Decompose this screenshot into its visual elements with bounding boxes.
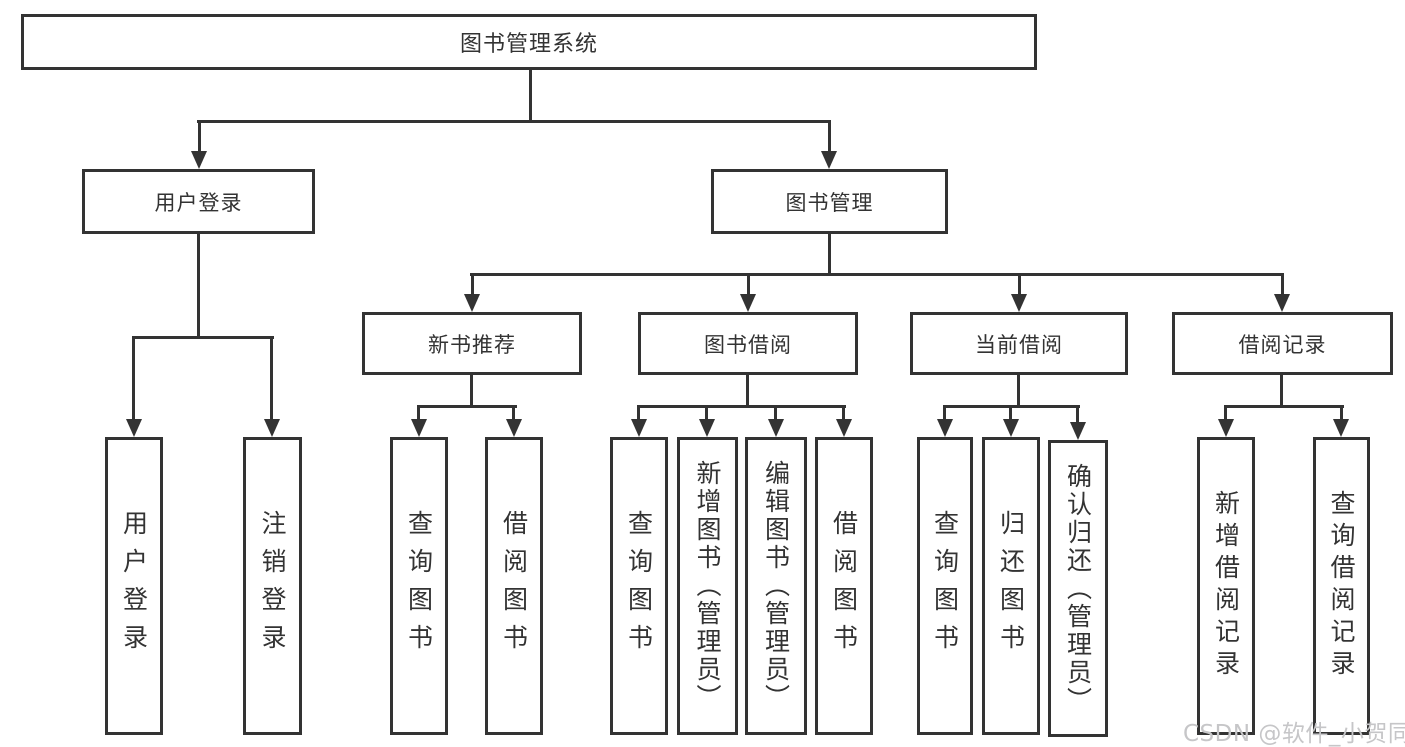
arrowhead-icon (699, 419, 715, 437)
leaf-query-borrow-record: 查询借阅记录 (1313, 437, 1370, 735)
leaf-query-books-recommend-label: 查询图书 (404, 510, 434, 662)
arrowhead-icon (821, 151, 837, 169)
leaf-borrow-books-label: 借阅图书 (829, 510, 859, 662)
arrowhead-icon (1274, 294, 1290, 312)
arrowhead-icon (1333, 419, 1349, 437)
node-new-book-recommend-label: 新书推荐 (428, 332, 516, 357)
node-book-management-label: 图书管理 (785, 190, 874, 215)
leaf-query-books-borrowing: 查询图书 (610, 437, 668, 735)
arrowhead-icon (1003, 419, 1019, 437)
connector-line (417, 405, 517, 408)
leaf-confirm-return-admin-label: 确认归还（管理员） (1063, 462, 1093, 715)
connector-line (471, 273, 474, 296)
arrowhead-icon (937, 419, 953, 437)
node-current-borrowing-label: 当前借阅 (975, 332, 1063, 357)
leaf-return-books: 归还图书 (982, 437, 1040, 735)
node-borrowing-records: 借阅记录 (1172, 312, 1393, 375)
leaf-add-borrow-record: 新增借阅记录 (1197, 437, 1255, 735)
connector-line (1281, 273, 1284, 296)
leaf-query-books-current: 查询图书 (917, 437, 973, 735)
leaf-query-books-borrowing-label: 查询图书 (624, 510, 654, 662)
leaf-confirm-return-admin: 确认归还（管理员） (1048, 440, 1108, 737)
connector-line (470, 273, 1284, 276)
node-user-login-label: 用户登录 (154, 190, 243, 215)
connector-line (637, 405, 846, 408)
connector-line (747, 273, 750, 296)
leaf-user-login-label: 用户登录 (119, 510, 149, 662)
connector-line (637, 405, 640, 421)
connector-line (132, 336, 274, 339)
connector-line (512, 405, 515, 421)
arrowhead-icon (1218, 419, 1234, 437)
arrowhead-icon (264, 419, 280, 437)
connector-line (1018, 273, 1021, 296)
connector-line (1009, 405, 1012, 421)
leaf-borrow-books-recommend: 借阅图书 (485, 437, 543, 735)
node-library-system-label: 图书管理系统 (459, 32, 598, 57)
leaf-user-login: 用户登录 (105, 437, 163, 735)
arrowhead-icon (1070, 422, 1086, 440)
leaf-add-book-admin-label: 新增图书（管理员） (693, 460, 722, 712)
node-book-management: 图书管理 (711, 169, 948, 234)
arrowhead-icon (631, 419, 647, 437)
connector-line (842, 405, 845, 421)
leaf-add-book-admin: 新增图书（管理员） (677, 437, 738, 735)
leaf-query-books-current-label: 查询图书 (930, 510, 960, 662)
connector-line (746, 375, 749, 405)
connector-line (1017, 375, 1020, 405)
leaf-query-books-recommend: 查询图书 (390, 437, 448, 735)
node-current-borrowing: 当前借阅 (910, 312, 1128, 375)
connector-line (132, 336, 135, 421)
node-user-login: 用户登录 (82, 169, 315, 234)
arrowhead-icon (740, 294, 756, 312)
connector-line (1280, 375, 1283, 405)
connector-line (828, 120, 831, 153)
leaf-add-borrow-record-label: 新增借阅记录 (1211, 490, 1241, 682)
leaf-borrow-books: 借阅图书 (815, 437, 873, 735)
node-new-book-recommend: 新书推荐 (362, 312, 582, 375)
connector-line (1076, 405, 1079, 424)
connector-line (705, 405, 708, 421)
leaf-logout-label: 注销登录 (258, 510, 287, 662)
connector-line (198, 120, 201, 153)
arrowhead-icon (836, 419, 852, 437)
connector-line (417, 405, 420, 421)
connector-line (197, 233, 200, 336)
connector-line (828, 234, 831, 273)
connector-line (529, 70, 532, 120)
connector-line (197, 120, 831, 123)
arrowhead-icon (411, 419, 427, 437)
connector-line (1224, 405, 1344, 408)
connector-line (470, 375, 473, 405)
arrowhead-icon (464, 294, 480, 312)
arrowhead-icon (126, 419, 142, 437)
node-book-borrowing: 图书借阅 (638, 312, 858, 375)
leaf-edit-book-admin-label: 编辑图书（管理员） (761, 460, 791, 712)
arrowhead-icon (191, 151, 207, 169)
leaf-return-books-label: 归还图书 (996, 510, 1026, 662)
node-borrowing-records-label: 借阅记录 (1238, 332, 1327, 357)
connector-line (1340, 405, 1343, 421)
connector-line (943, 405, 946, 421)
arrowhead-icon (1011, 294, 1027, 312)
watermark: CSDN @软件_小贺同学 (1183, 714, 1405, 747)
arrowhead-icon (768, 419, 784, 437)
watermark-text: CSDN @软件_小贺同 (1183, 721, 1405, 747)
leaf-logout: 注销登录 (243, 437, 302, 735)
node-library-system: 图书管理系统 (21, 14, 1037, 70)
arrowhead-icon (506, 419, 522, 437)
node-book-borrowing-label: 图书借阅 (704, 332, 792, 357)
leaf-query-borrow-record-label: 查询借阅记录 (1327, 490, 1356, 682)
connector-line (1224, 405, 1227, 421)
leaf-edit-book-admin: 编辑图书（管理员） (745, 437, 807, 735)
connector-line (270, 336, 273, 421)
connector-line (774, 405, 777, 421)
leaf-borrow-books-recommend-label: 借阅图书 (499, 510, 529, 662)
